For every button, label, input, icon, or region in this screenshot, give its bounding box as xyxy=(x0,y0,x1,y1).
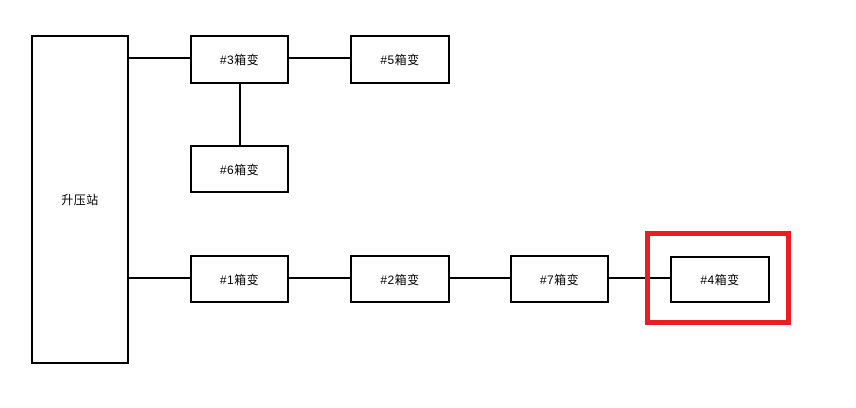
connector-t3-t5 xyxy=(289,57,350,59)
node-booster-station[interactable]: 升压站 xyxy=(31,35,129,364)
node-transformer-5[interactable]: #5箱变 xyxy=(350,35,450,84)
node-transformer-5-label: #5箱变 xyxy=(380,53,420,67)
connector-t2-t7 xyxy=(450,277,510,279)
node-transformer-1-label: #1箱变 xyxy=(219,272,260,287)
node-transformer-3[interactable]: #3箱变 xyxy=(190,35,289,84)
connector-t3-t6 xyxy=(239,84,241,145)
node-transformer-6[interactable]: #6箱变 xyxy=(190,145,289,193)
node-transformer-2[interactable]: #2箱变 xyxy=(350,255,450,303)
node-transformer-1[interactable]: #1箱变 xyxy=(190,255,289,303)
node-transformer-6-label: #6箱变 xyxy=(219,162,260,177)
node-transformer-7[interactable]: #7箱变 xyxy=(510,255,609,303)
connector-station-t1 xyxy=(129,277,190,279)
connector-t1-t2 xyxy=(289,277,350,279)
node-transformer-3-label: #3箱变 xyxy=(219,53,260,67)
node-booster-station-label: 升压站 xyxy=(61,193,99,207)
node-transformer-4[interactable]: #4箱变 xyxy=(670,256,770,303)
connector-station-t3 xyxy=(129,57,190,59)
node-transformer-4-label: #4箱变 xyxy=(700,273,740,287)
connector-t7-t4 xyxy=(609,277,670,279)
node-transformer-7-label: #7箱变 xyxy=(539,272,580,287)
node-transformer-2-label: #2箱变 xyxy=(380,272,420,287)
